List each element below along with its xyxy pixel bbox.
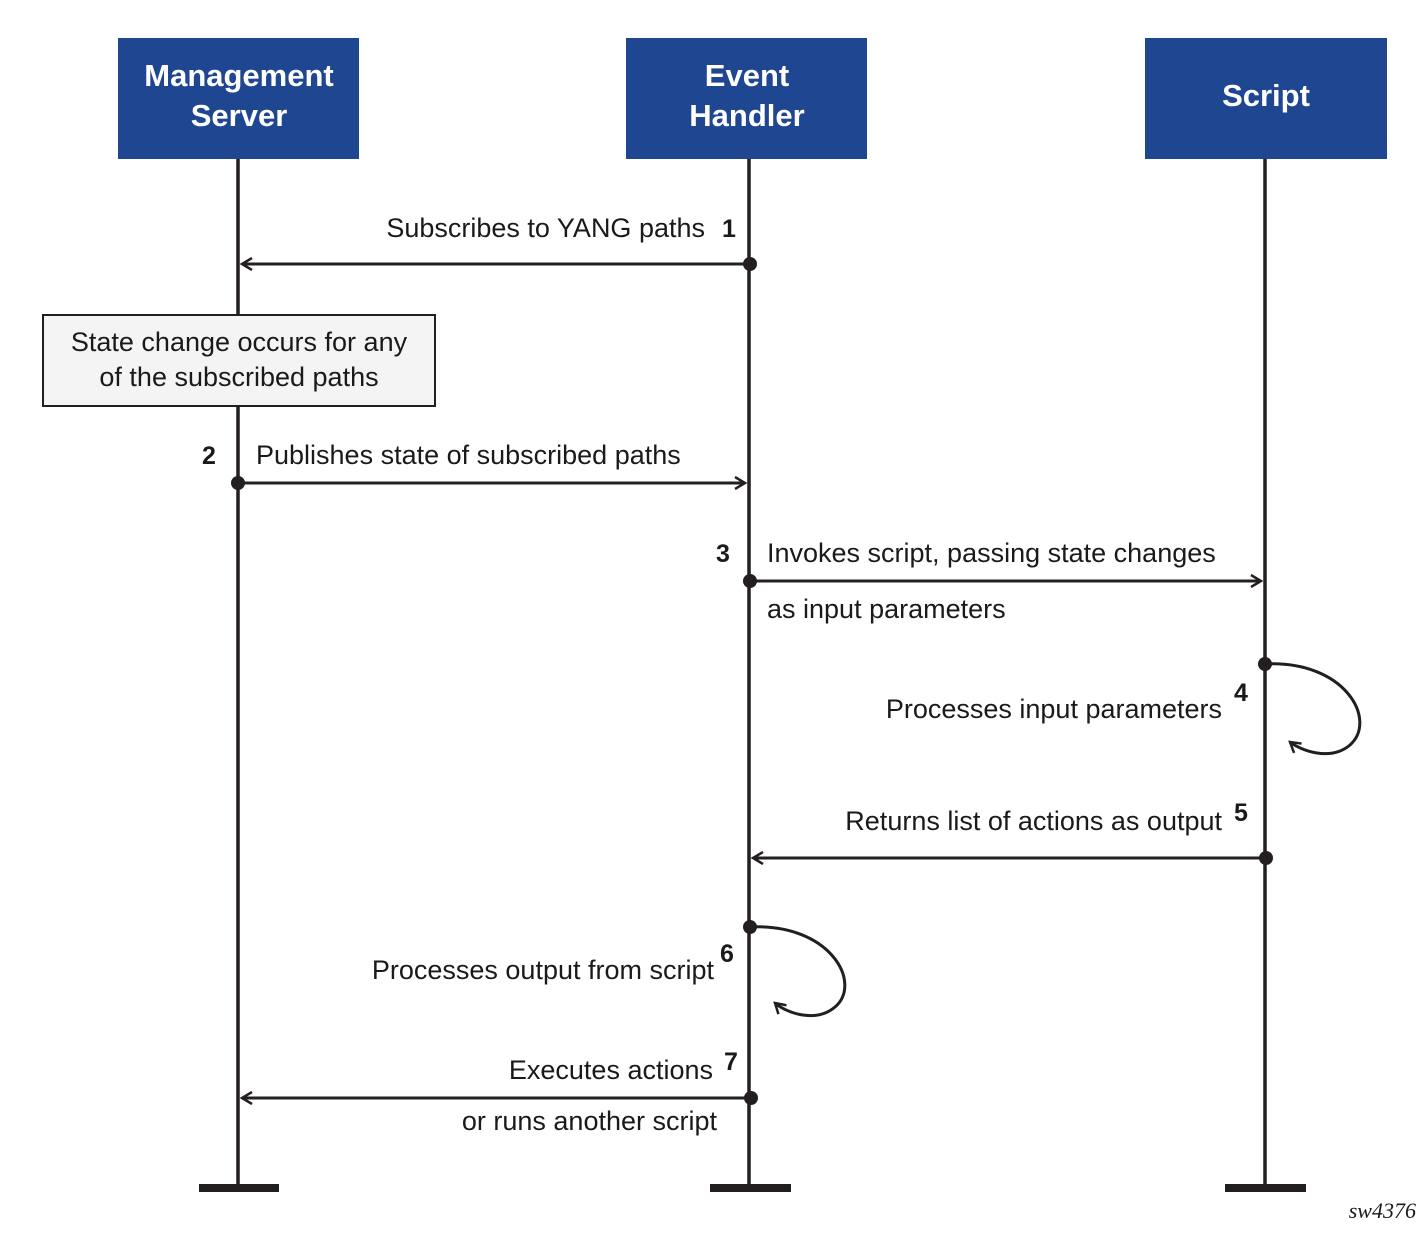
step-2: 2 Publishes state of subscribed paths bbox=[202, 440, 745, 490]
lifeline-end-management-server bbox=[199, 1184, 279, 1192]
actor-script: Script bbox=[1145, 38, 1387, 159]
step-5-label: Returns list of actions as output bbox=[845, 806, 1222, 836]
step-6: Processes output from script 6 bbox=[372, 920, 847, 1018]
step-3-label-line1: Invokes script, passing state changes bbox=[767, 538, 1216, 568]
step-4-number: 4 bbox=[1234, 679, 1248, 707]
step-5-number: 5 bbox=[1234, 799, 1248, 827]
step-2-origin-dot bbox=[231, 476, 245, 490]
step-4-origin-dot bbox=[1258, 657, 1272, 671]
step-6-origin-dot bbox=[743, 920, 757, 934]
step-3: 3 Invokes script, passing state changes … bbox=[716, 538, 1261, 624]
note-line1: State change occurs for any bbox=[71, 327, 408, 357]
step-1-number: 1 bbox=[722, 215, 736, 243]
actor-event-handler-line2: Handler bbox=[689, 98, 804, 133]
step-5: Returns list of actions as output 5 bbox=[753, 799, 1273, 865]
state-change-note: State change occurs for any of the subsc… bbox=[42, 314, 436, 407]
actor-event-handler: Event Handler bbox=[626, 38, 867, 159]
step-6-number: 6 bbox=[720, 940, 734, 968]
actor-script-label: Script bbox=[1222, 78, 1310, 113]
step-4: Processes input parameters 4 bbox=[886, 657, 1362, 756]
step-7-label-line1: Executes actions bbox=[509, 1055, 713, 1085]
step-6-self-arrow bbox=[749, 925, 847, 1018]
actor-management-server-line1: Management bbox=[144, 58, 333, 93]
step-7: Executes actions 7 or runs another scrip… bbox=[242, 1048, 758, 1136]
step-1: Subscribes to YANG paths 1 bbox=[242, 213, 757, 271]
lifeline-end-event-handler bbox=[710, 1184, 791, 1192]
step-2-number: 2 bbox=[202, 442, 216, 470]
step-3-origin-dot bbox=[743, 574, 757, 588]
step-6-label: Processes output from script bbox=[372, 955, 715, 985]
step-4-label: Processes input parameters bbox=[886, 694, 1222, 724]
step-7-origin-dot bbox=[744, 1091, 758, 1105]
step-1-label: Subscribes to YANG paths bbox=[386, 213, 705, 243]
actor-event-handler-line1: Event bbox=[705, 58, 789, 93]
step-7-label-line2: or runs another script bbox=[462, 1106, 718, 1136]
step-3-label-line2: as input parameters bbox=[767, 594, 1006, 624]
step-7-number: 7 bbox=[724, 1048, 738, 1076]
figure-id: sw4376 bbox=[1349, 1198, 1416, 1223]
lifeline-end-script bbox=[1225, 1184, 1306, 1192]
actor-management-server: Management Server bbox=[118, 38, 359, 159]
step-1-origin-dot bbox=[743, 257, 757, 271]
step-2-label: Publishes state of subscribed paths bbox=[256, 440, 681, 470]
step-5-origin-dot bbox=[1259, 851, 1273, 865]
step-3-number: 3 bbox=[716, 540, 730, 568]
actor-management-server-line2: Server bbox=[191, 98, 288, 133]
note-line2: of the subscribed paths bbox=[99, 362, 378, 392]
step-4-self-arrow bbox=[1264, 662, 1362, 756]
